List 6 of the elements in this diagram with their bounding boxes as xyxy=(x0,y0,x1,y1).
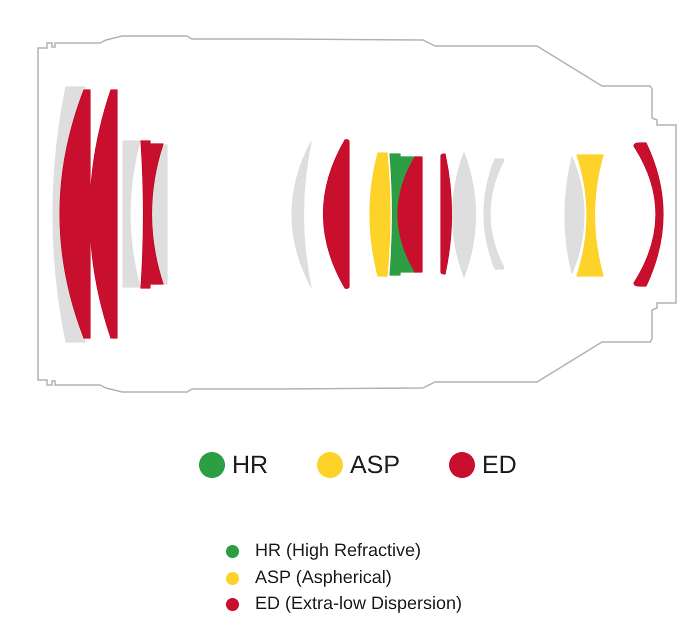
legend-label: ED xyxy=(482,450,517,480)
legend-label: HR xyxy=(232,450,268,480)
legend-label: ED (Extra-low Dispersion) xyxy=(255,593,462,615)
legend-label: HR (High Refractive) xyxy=(255,540,422,562)
legend-label: ASP xyxy=(350,450,400,480)
legend-label: ASP (Aspherical) xyxy=(255,567,392,589)
